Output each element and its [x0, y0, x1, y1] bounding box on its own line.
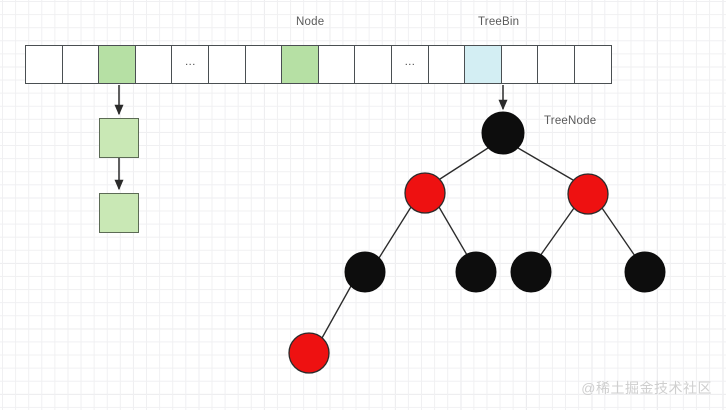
tree-edge-left-ll: [378, 206, 412, 259]
tree-node-lll-red: [288, 332, 330, 374]
array-cell-0[interactable]: [25, 45, 64, 84]
tree-node-left-red: [404, 172, 446, 214]
watermark: @稀土掘金技术社区: [581, 380, 712, 396]
tree-edge-root-right: [517, 147, 574, 181]
array-cell-3[interactable]: [134, 45, 173, 84]
tree-node-root: [481, 111, 525, 155]
tree-edge-right-rl: [539, 207, 575, 257]
array-cell-12[interactable]: [464, 45, 503, 84]
array-cell-5[interactable]: [207, 45, 247, 84]
tree-node-ll-black: [344, 251, 386, 293]
array-cell-2[interactable]: [98, 45, 137, 84]
array-cell-11[interactable]: [427, 45, 466, 84]
node-box-2: [99, 193, 139, 233]
tree-edge-root-left: [439, 147, 489, 180]
array-cell-15[interactable]: [573, 45, 613, 84]
array-cell-1[interactable]: [61, 45, 100, 84]
tree-node-rl-black: [510, 251, 552, 293]
array-cell-ellipsis: ...: [185, 56, 196, 68]
label-treenode: TreeNode: [544, 115, 597, 127]
tree-node-right-red: [567, 173, 609, 215]
label-treebin: TreeBin: [478, 16, 520, 28]
tree-node-lr-black: [455, 251, 497, 293]
tree-nodes: [288, 111, 666, 374]
array-cell-6[interactable]: [244, 45, 283, 84]
array-cell-9[interactable]: [354, 45, 393, 84]
array-cell-14[interactable]: [537, 45, 576, 84]
array-cell-ellipsis: ...: [404, 56, 416, 68]
tree-edge-left-lr: [438, 206, 468, 256]
label-node: Node: [296, 16, 325, 28]
array-cell-4[interactable]: ...: [171, 45, 210, 84]
array-cell-13[interactable]: [500, 45, 539, 84]
tree-edge-right-rr: [601, 207, 636, 257]
array-cell-7[interactable]: [281, 45, 320, 84]
array-cell-10[interactable]: ...: [390, 45, 430, 84]
hash-table-array: ......: [25, 45, 613, 84]
array-cell-8[interactable]: [317, 45, 356, 84]
tree-edges: [321, 147, 636, 339]
tree-edge-ll-lll: [321, 285, 352, 339]
node-box-1: [99, 118, 139, 158]
tree-node-rr-black: [624, 251, 666, 293]
